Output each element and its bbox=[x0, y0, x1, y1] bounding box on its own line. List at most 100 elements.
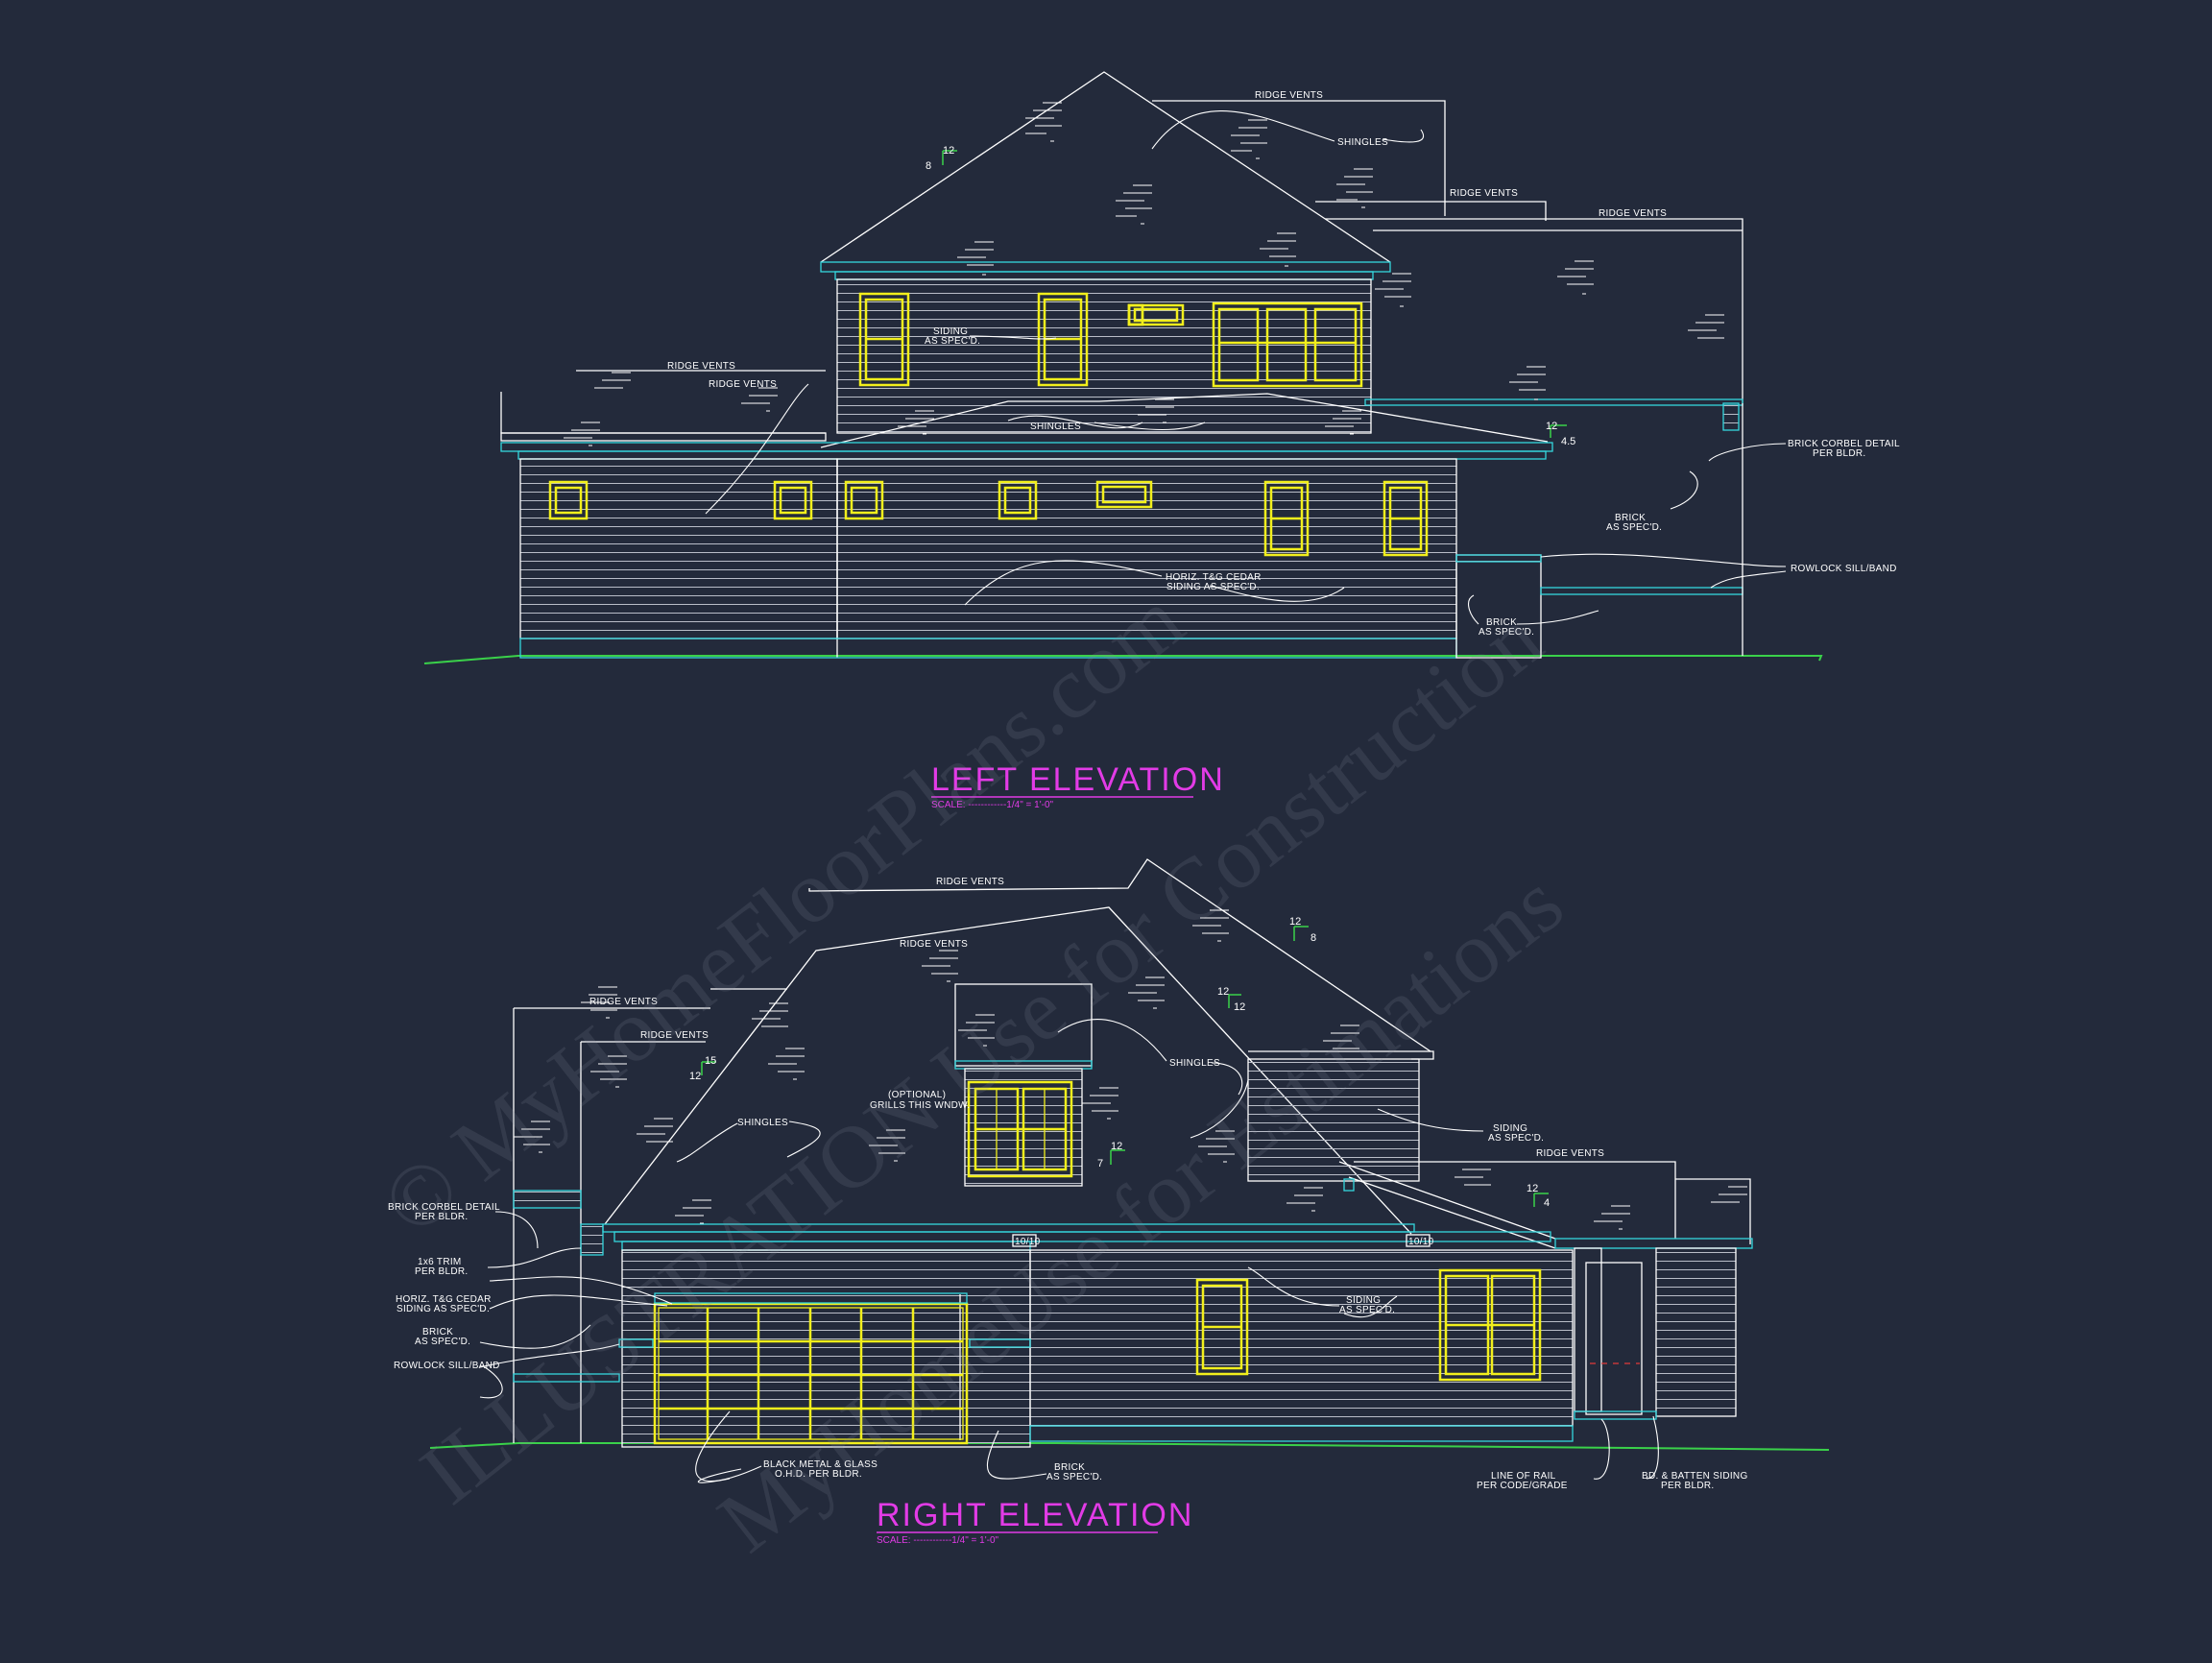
right-pitch-e: 12 4 bbox=[1527, 1183, 1550, 1209]
elevation-scale: SCALE: ------------1/4" = 1'-0" bbox=[877, 1535, 999, 1546]
label-siding-spec: AS SPEC'D. bbox=[1339, 1305, 1395, 1315]
label-brick: BRICK bbox=[1486, 617, 1517, 628]
left-labels: RIDGE VENTS SHINGLES RIDGE VENTS RIDGE V… bbox=[667, 90, 1900, 638]
left-lower-roof bbox=[820, 393, 1549, 448]
label-per-bldr: PER BLDR. bbox=[1661, 1481, 1715, 1491]
vent-label: 10/10 bbox=[1015, 1237, 1041, 1247]
right-pitch-a: 12 8 bbox=[1289, 916, 1316, 944]
label-brick-corbel: BRICK CORBEL DETAIL bbox=[388, 1202, 500, 1213]
right-leaders bbox=[479, 1019, 1659, 1483]
label-siding: SIDING bbox=[933, 326, 968, 337]
label-ridge-vents: RIDGE VENTS bbox=[667, 361, 735, 372]
right-shingle-marks bbox=[514, 909, 1747, 1230]
label-ridge-vents: RIDGE VENTS bbox=[709, 379, 777, 390]
right-pitch-d: 12 7 bbox=[1097, 1141, 1125, 1169]
label-per-bldr: PER BLDR. bbox=[415, 1212, 469, 1222]
label-ridge-vents: RIDGE VENTS bbox=[589, 997, 658, 1007]
label-per-bldr: PER BLDR. bbox=[1813, 448, 1866, 459]
label-ridge-vents: RIDGE VENTS bbox=[936, 877, 1004, 887]
label-ridge-vents: RIDGE VENTS bbox=[640, 1030, 709, 1041]
left-shingle-marks bbox=[564, 102, 1724, 446]
left-lower-siding-wall-1 bbox=[519, 458, 838, 639]
label-ridge-vents: RIDGE VENTS bbox=[900, 939, 968, 950]
right-elevation-title: RIGHT ELEVATION SCALE: ------------1/4" … bbox=[877, 1497, 1193, 1546]
label-cedar-spec: SIDING AS SPEC'D. bbox=[397, 1304, 490, 1314]
label-ridge-vents: RIDGE VENTS bbox=[1536, 1148, 1604, 1159]
label-siding: SIDING bbox=[1346, 1295, 1381, 1306]
label-brick-spec: AS SPEC'D. bbox=[1606, 522, 1662, 533]
left-main-gable bbox=[820, 71, 1391, 263]
label-shingles: SHINGLES bbox=[1169, 1058, 1220, 1069]
pitch-run: 12 bbox=[1546, 421, 1557, 432]
label-ridge-vents: RIDGE VENTS bbox=[1599, 208, 1667, 219]
pitch-run: 12 bbox=[943, 145, 954, 157]
label-brick-spec: AS SPEC'D. bbox=[415, 1337, 470, 1347]
label-trim: 1x6 TRIM bbox=[418, 1257, 462, 1267]
right-pitch-c: 15 12 bbox=[689, 1055, 716, 1082]
label-batten: BD. & BATTEN SIDING bbox=[1642, 1471, 1748, 1482]
label-brick: BRICK bbox=[1054, 1462, 1085, 1473]
pitch-rise: 15 bbox=[705, 1055, 716, 1067]
left-ridge-vent-box bbox=[1152, 100, 1446, 216]
left-elevation bbox=[423, 71, 1823, 664]
pitch-rise: 8 bbox=[1310, 932, 1316, 944]
elevation-scale: SCALE: ------------1/4" = 1'-0" bbox=[931, 800, 1054, 810]
pitch-rise: 4 bbox=[1544, 1197, 1550, 1209]
label-rowlock: ROWLOCK SILL/BAND bbox=[394, 1361, 500, 1371]
label-cedar-siding: HORIZ. T&G CEDAR bbox=[396, 1294, 492, 1305]
label-rowlock: ROWLOCK SILL/BAND bbox=[1791, 564, 1897, 574]
left-elevation-title: LEFT ELEVATION SCALE: ------------1/4" =… bbox=[931, 761, 1225, 810]
right-garage-door bbox=[653, 1302, 969, 1445]
label-siding-spec: AS SPEC'D. bbox=[1488, 1133, 1544, 1144]
label-shingles: SHINGLES bbox=[1030, 422, 1081, 432]
label-brick: BRICK bbox=[422, 1327, 453, 1338]
label-ridge-vents: RIDGE VENTS bbox=[1255, 90, 1323, 101]
left-grade-line bbox=[423, 655, 1823, 664]
left-pitch-1: 8 12 bbox=[926, 145, 957, 172]
pitch-run: 12 bbox=[1527, 1183, 1538, 1194]
left-lower-windows bbox=[548, 480, 1429, 557]
right-dormer bbox=[954, 983, 1093, 1067]
left-leaders bbox=[705, 110, 1787, 625]
label-per-bldr: PER BLDR. bbox=[415, 1266, 469, 1277]
right-windows bbox=[967, 1080, 1542, 1382]
pitch-rise: 7 bbox=[1097, 1158, 1103, 1169]
right-garage-wall bbox=[621, 1249, 1031, 1448]
right-labels: RIDGE VENTS RIDGE VENTS RIDGE VENTS RIDG… bbox=[388, 877, 1748, 1491]
label-siding-spec: AS SPEC'D. bbox=[925, 336, 980, 347]
right-pitch-b: 12 12 bbox=[1217, 986, 1245, 1013]
label-shingles: SHINGLES bbox=[1337, 137, 1388, 148]
pitch-rise: 12 bbox=[1234, 1001, 1245, 1013]
pitch-rise: 4.5 bbox=[1561, 436, 1575, 447]
label-rail: LINE OF RAIL bbox=[1491, 1471, 1556, 1482]
label-shingles: SHINGLES bbox=[737, 1118, 788, 1128]
label-brick: BRICK bbox=[1615, 513, 1646, 523]
pitch-run: 12 bbox=[1217, 986, 1229, 998]
elevation-title: LEFT ELEVATION bbox=[931, 761, 1225, 798]
pitch-rise: 8 bbox=[926, 160, 931, 172]
label-brick-spec: AS SPEC'D. bbox=[1046, 1472, 1102, 1482]
left-upper-siding-wall bbox=[836, 278, 1372, 434]
left-lower-siding-wall-2 bbox=[836, 458, 1457, 639]
vent-label: 10/10 bbox=[1408, 1237, 1434, 1247]
label-garage-door: BLACK METAL & GLASS bbox=[763, 1459, 878, 1470]
pitch-run: 12 bbox=[689, 1071, 701, 1082]
label-brick-spec: AS SPEC'D. bbox=[1479, 627, 1534, 638]
label-rail-code: PER CODE/GRADE bbox=[1477, 1481, 1568, 1491]
label-ohd: O.H.D. PER BLDR. bbox=[775, 1469, 862, 1480]
pitch-run: 12 bbox=[1111, 1141, 1122, 1152]
right-elevation bbox=[429, 858, 1830, 1483]
label-grills: GRILLS THIS WNDW. bbox=[870, 1100, 970, 1111]
pitch-run: 12 bbox=[1289, 916, 1301, 928]
right-grade-line bbox=[429, 1442, 1830, 1451]
label-brick-corbel: BRICK CORBEL DETAIL bbox=[1788, 439, 1900, 449]
label-ridge-vents: RIDGE VENTS bbox=[1450, 188, 1518, 199]
right-main-siding-wall bbox=[1029, 1249, 1574, 1427]
left-pitch-2: 12 4.5 bbox=[1546, 421, 1575, 447]
elevation-title: RIGHT ELEVATION bbox=[877, 1497, 1193, 1533]
label-cedar-spec: SIDING AS SPEC'D. bbox=[1166, 582, 1260, 592]
label-optional: (OPTIONAL) bbox=[888, 1090, 946, 1100]
label-siding: SIDING bbox=[1493, 1123, 1527, 1134]
